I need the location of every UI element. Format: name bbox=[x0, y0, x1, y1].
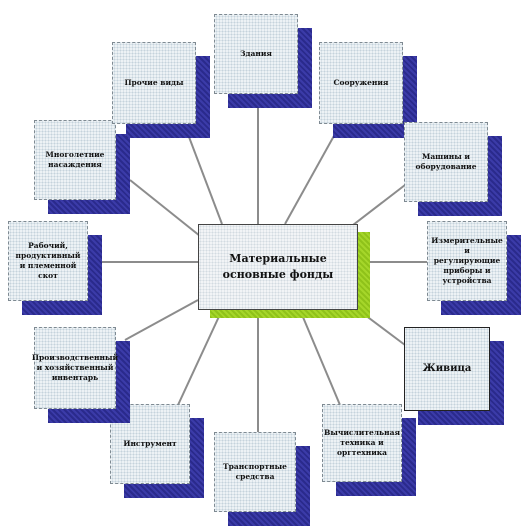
node-label-nasazhdeniya: Многолетние насаждения bbox=[34, 120, 116, 200]
node-label-izmeritelnye: Измерительные и регулирующие приборы и у… bbox=[427, 221, 507, 301]
node-label-inventar: Производственный и хозяйственный инвента… bbox=[32, 327, 118, 409]
node-center: Материальные основные фонды bbox=[198, 224, 370, 318]
node-inventar: Производственный и хозяйственный инвента… bbox=[32, 327, 130, 423]
node-zdaniya: Здания bbox=[214, 14, 312, 108]
node-mashiny: Машины и оборудование bbox=[404, 122, 502, 216]
node-zhivnost: Живица bbox=[404, 327, 504, 425]
node-label-skot: Рабочий, продуктивный и племенной скот bbox=[8, 221, 88, 301]
node-label-mashiny: Машины и оборудование bbox=[404, 122, 488, 202]
connector-vychislitelnaya bbox=[299, 309, 341, 406]
center-label: Материальные основные фонды bbox=[198, 224, 358, 310]
node-label-transport: Транспортные средства bbox=[214, 432, 296, 512]
node-vychislitelnaya: Вычислительная техника и оргтехника bbox=[322, 404, 416, 496]
connector-instrument bbox=[177, 309, 223, 406]
node-prochie: Прочие виды bbox=[112, 42, 210, 138]
connector-sooruzheniya bbox=[284, 124, 341, 225]
node-label-vychislitelnaya: Вычислительная техника и оргтехника bbox=[322, 404, 402, 482]
node-label-zhivnost: Живица bbox=[404, 327, 490, 411]
node-label-prochie: Прочие виды bbox=[112, 42, 196, 124]
node-label-sooruzheniya: Сооружения bbox=[319, 42, 403, 124]
node-nasazhdeniya: Многолетние насаждения bbox=[34, 120, 130, 214]
node-label-zdaniya: Здания bbox=[214, 14, 298, 94]
connector-inventar bbox=[124, 299, 199, 341]
connector-nasazhdeniya bbox=[129, 179, 206, 241]
node-izmeritelnye: Измерительные и регулирующие приборы и у… bbox=[427, 221, 521, 315]
node-transport: Транспортные средства bbox=[214, 432, 310, 526]
node-skot: Рабочий, продуктивный и племенной скот bbox=[8, 221, 102, 315]
node-sooruzheniya: Сооружения bbox=[319, 42, 417, 138]
